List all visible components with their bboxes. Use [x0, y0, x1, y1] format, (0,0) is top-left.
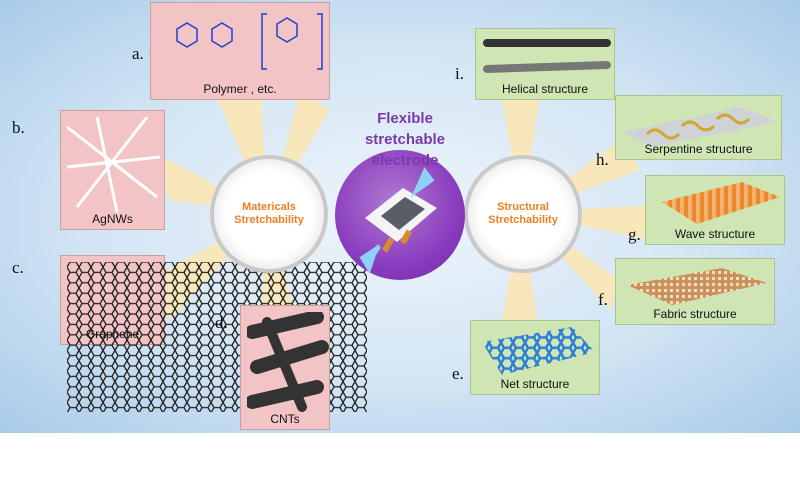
polymer-structure-image — [176, 13, 323, 70]
title-line: stretchable — [364, 131, 446, 148]
material-caption: CNTs — [270, 412, 300, 426]
wave-box: Wave structure — [645, 175, 785, 245]
title-line: Flexible — [377, 110, 433, 127]
structure-caption: Serpentine structure — [644, 142, 753, 156]
material-letter: a. — [132, 44, 144, 63]
cnts-image — [247, 312, 329, 412]
serpentine-image — [622, 107, 777, 147]
agnws-image — [67, 117, 161, 213]
structure-letter: e. — [452, 364, 464, 383]
hub-line: Stretchability — [488, 214, 558, 226]
material-caption: Graphene — [85, 327, 140, 341]
net-image — [482, 327, 595, 375]
diagram: Polymer , etc. a. AgNWs b. Graphene c. C… — [0, 0, 800, 433]
stretchable-electrode-icon — [359, 167, 437, 274]
serpentine-box: Serpentine structure — [615, 95, 782, 160]
polymer-box: Polymer , etc. — [150, 2, 330, 100]
graphene-box: Graphene — [60, 255, 367, 412]
diagram-title: Flexible stretchable electrode — [330, 108, 480, 171]
fabric-image — [627, 268, 767, 305]
structure-letter: f. — [598, 290, 608, 309]
hub-line: Matericals — [242, 200, 296, 213]
net-box: Net structure — [470, 320, 600, 395]
helical-image — [483, 39, 611, 73]
structure-caption: Helical structure — [501, 82, 589, 96]
structure-caption: Net structure — [500, 377, 570, 391]
material-caption: Polymer , etc. — [203, 82, 277, 96]
electrode-hub — [335, 150, 465, 280]
structure-letter: i. — [455, 64, 464, 83]
wave-image — [662, 182, 780, 224]
hub-line: Stretchability — [234, 214, 304, 226]
cnts-box: CNTs — [240, 305, 330, 430]
fabric-box: Fabric structure — [615, 258, 775, 325]
structure-caption: Fabric structure — [653, 307, 737, 321]
material-letter: c. — [12, 258, 24, 277]
material-letter: d. — [215, 313, 228, 332]
material-letter: b. — [12, 118, 25, 137]
agnws-box: AgNWs — [60, 110, 165, 230]
hub-line: Structural — [497, 200, 549, 213]
helical-box: Helical structure — [475, 28, 615, 100]
title-line: electrode — [371, 152, 439, 169]
structure-letter: g. — [628, 225, 641, 244]
structure-caption: Wave structure — [674, 227, 756, 241]
structure-letter: h. — [596, 150, 609, 169]
material-caption: AgNWs — [92, 212, 133, 226]
